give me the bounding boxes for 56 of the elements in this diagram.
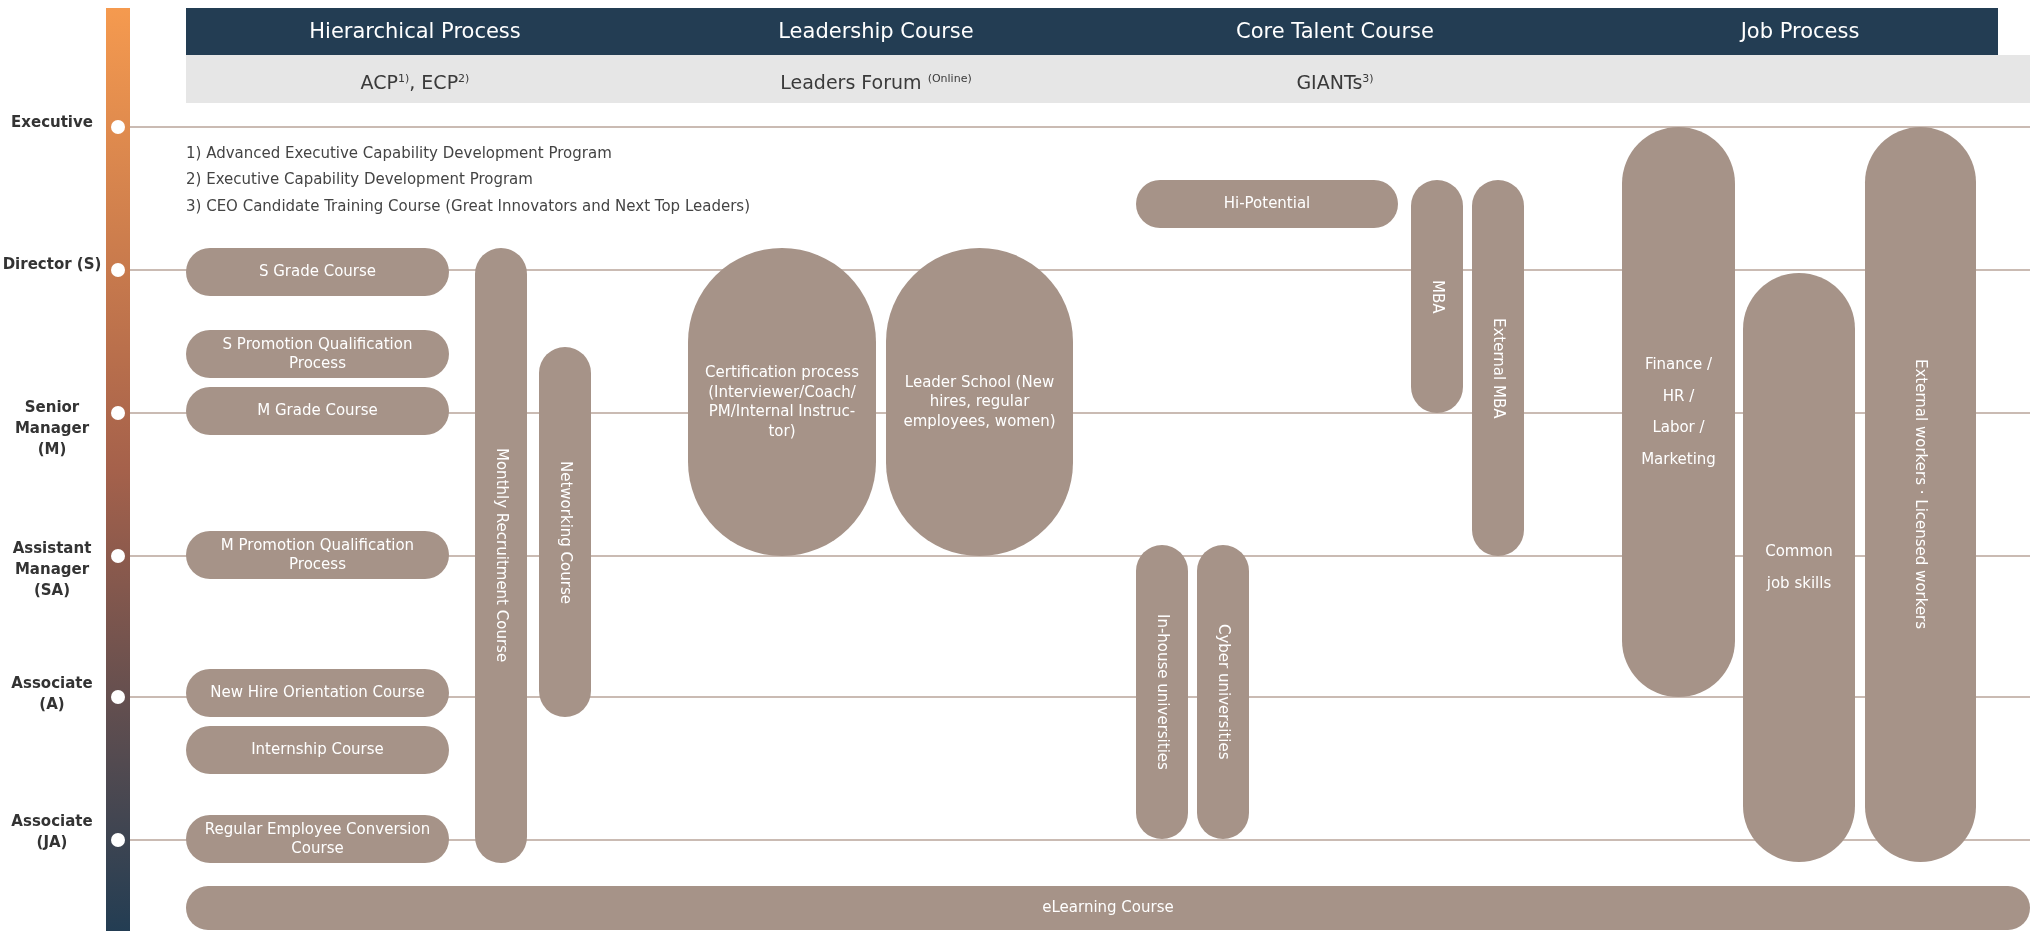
course-name: External workers · Licensed workers: [1911, 359, 1931, 630]
course-name: Certification process (Interviewer/Coach/ PM/Internal Instruc- tor): [704, 363, 860, 441]
column-heading: Core Talent Course: [1235, 18, 1435, 45]
course-pill: [186, 886, 2030, 930]
course-pill: [1411, 180, 1463, 413]
course-pill: [186, 726, 449, 774]
course-name: M Grade Course: [257, 401, 378, 421]
level-name: Assistant Manager (SA): [11, 538, 93, 601]
course-pill: [1865, 127, 1976, 862]
level-name: Associate (JA): [10, 811, 94, 853]
course-name: MBA: [1427, 279, 1447, 314]
course-name: Monthly Recruitment Course: [491, 448, 511, 663]
course-pill: [1743, 273, 1855, 862]
course-pill: [186, 387, 449, 435]
course-pill: [1136, 180, 1398, 228]
level-name: Associate (A): [10, 673, 94, 715]
course-pill: [186, 815, 449, 863]
level-name: Executive: [10, 112, 94, 133]
course-pill: [539, 347, 591, 717]
course-pill: [186, 330, 449, 378]
course-name: In-house universities: [1152, 614, 1172, 770]
course-name: New Hire Orientation Course: [210, 683, 425, 703]
column-heading: Leadership Course: [777, 18, 975, 45]
course-name: S Promotion Qualification Process: [221, 334, 414, 374]
column-heading: Job Process: [1738, 18, 1861, 45]
course-pill: [186, 531, 449, 579]
course-name: S Grade Course: [258, 262, 377, 282]
course-name: Finance / HR / Labor / Marketing: [1641, 354, 1716, 470]
column-heading: Hierarchical Process: [308, 18, 522, 45]
course-name: Hi-Potential: [1223, 194, 1311, 214]
course-pill: [475, 248, 527, 863]
course-pill: [1136, 545, 1188, 839]
program-name: Leaders Forum $^{(Online)}$: [779, 70, 973, 96]
course-name: Networking Course: [555, 460, 575, 604]
level-name: Senior Manager (M): [13, 397, 91, 460]
course-name: M Promotion Qualification Process: [219, 535, 416, 575]
footnote: 1) Advanced Executive Capability Development Program: [186, 144, 612, 162]
course-pill: [1472, 180, 1524, 556]
course-pill: [186, 248, 449, 296]
course-pill: [186, 669, 449, 717]
course-name: Regular Employee Conversion Course: [203, 819, 432, 859]
course-name: Leader School (New hires, regular employees, women): [902, 372, 1057, 432]
course-name: Cyber universities: [1213, 624, 1233, 760]
program-name: GIANTs$^{3)}$: [1295, 70, 1375, 96]
course-name: External MBA: [1488, 317, 1508, 419]
course-pill: [688, 248, 876, 556]
course-name: Internship Course: [251, 740, 384, 760]
course-name: Common job skills: [1765, 541, 1833, 594]
program-name: ACP$^{1)}$, ECP$^{2)}$: [359, 70, 471, 96]
footnote: 2) Executive Capability Development Program: [186, 170, 533, 188]
course-name: eLearning Course: [1042, 898, 1174, 918]
footnote: 3) CEO Candidate Training Course (Great Innovators and Next Top Leaders): [186, 197, 750, 215]
course-pill: [886, 248, 1073, 556]
course-pill: [1197, 545, 1249, 839]
course-pill: [1622, 127, 1735, 697]
level-name: Director (S): [1, 254, 103, 275]
